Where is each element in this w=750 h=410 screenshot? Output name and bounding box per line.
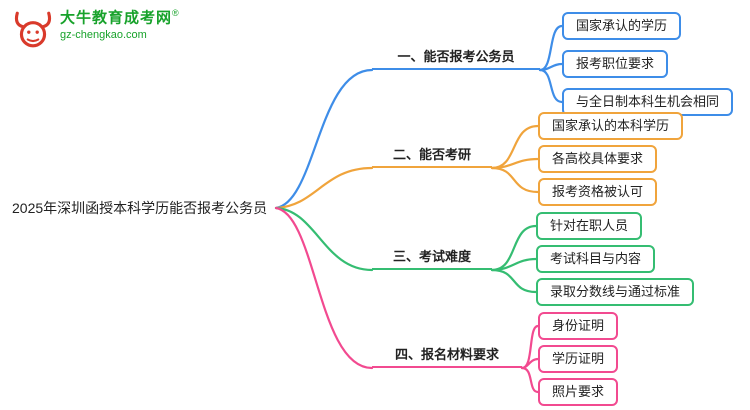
leaf-node: 报考资格被认可 [538,178,658,206]
root-topic: 2025年深圳函授本科学历能否报考公务员 [12,200,268,216]
branch2-leaf3-connector [490,166,540,194]
branch-label-4: 四、报名材料要求 [372,346,522,368]
logo-registered-mark: ® [172,8,179,18]
branch1-leaf3-connector [538,68,564,104]
leaf-node: 学历证明 [538,345,619,373]
leaf-node: 考试科目与内容 [536,245,656,273]
branch-label-2: 二、能否考研 [372,146,492,168]
leaf-node: 录取分数线与通过标准 [536,278,695,306]
branch-label-3: 三、考试难度 [372,248,492,270]
branch2-leaf1-connector [490,124,540,170]
leaf-node: 报考职位要求 [562,50,669,78]
branch-label-1: 一、能否报考公务员 [372,48,540,70]
branch1-leaf2-connector [538,62,564,72]
branch3-leaf2-connector [490,257,538,272]
branch4-leaf2-connector [520,357,540,370]
branch3-leaf3-connector [490,268,538,294]
branch4-leaf3-connector [520,366,540,394]
branch1-root-connector [274,68,374,210]
logo-url: gz-chengkao.com [60,29,147,42]
leaf-node: 针对在职人员 [536,212,643,240]
branch2-leaf2-connector [490,157,540,170]
site-logo: 大牛教育成考网® gz-chengkao.com [12,8,179,50]
leaf-node: 各高校具体要求 [538,145,658,173]
leaf-node: 与全日制本科生机会相同 [562,88,734,116]
leaf-node: 国家承认的本科学历 [538,112,684,140]
bull-logo-icon [14,11,52,48]
leaf-node: 身份证明 [538,312,619,340]
leaf-node: 照片要求 [538,378,619,406]
leaf-node: 国家承认的学历 [562,12,682,40]
branch3-root-connector [274,206,374,272]
logo-title: 大牛教育成考网 [60,9,173,27]
branch4-root-connector [274,206,374,370]
branch2-root-connector [274,166,374,210]
